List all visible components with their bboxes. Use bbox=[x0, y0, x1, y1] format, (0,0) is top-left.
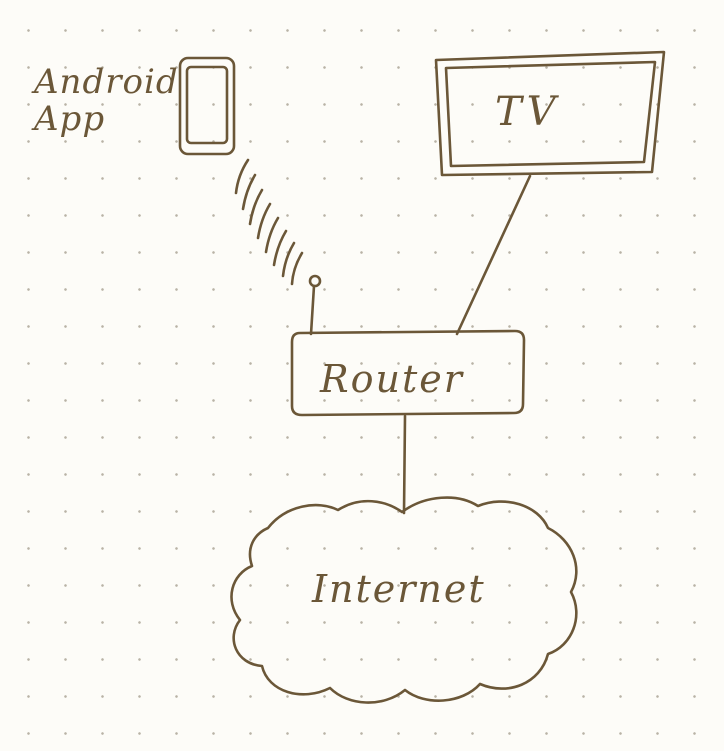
router-internet-cable bbox=[402, 414, 407, 515]
router-box bbox=[290, 329, 526, 417]
television-icon bbox=[434, 50, 666, 177]
antenna-tip bbox=[308, 274, 322, 288]
wifi-arc bbox=[256, 202, 272, 240]
wifi-arc bbox=[241, 173, 257, 211]
antenna-icon bbox=[308, 274, 322, 336]
tv-router-cable bbox=[455, 174, 532, 336]
phone-outer-frame bbox=[178, 56, 236, 156]
router-label: Router bbox=[320, 357, 464, 401]
wifi-arc bbox=[264, 216, 280, 254]
antenna-mast bbox=[309, 284, 316, 336]
android-app-label-line1: Android bbox=[34, 62, 179, 102]
android-app-label: Android App bbox=[34, 64, 179, 137]
smartphone-icon bbox=[178, 56, 236, 156]
cloud-icon bbox=[230, 496, 578, 704]
tv-inner-screen bbox=[444, 60, 657, 168]
tv-outer-frame bbox=[434, 50, 666, 177]
internet-label: Internet bbox=[312, 567, 486, 611]
tv-label: TV bbox=[495, 89, 561, 135]
android-app-label-line2: App bbox=[34, 98, 106, 139]
wifi-signal-icon bbox=[234, 158, 304, 286]
wifi-arc bbox=[290, 251, 304, 286]
wifi-arc bbox=[234, 158, 250, 195]
wifi-arc bbox=[272, 229, 288, 267]
phone-screen bbox=[185, 65, 229, 145]
wifi-arc bbox=[248, 188, 264, 226]
wifi-arc bbox=[281, 241, 296, 278]
